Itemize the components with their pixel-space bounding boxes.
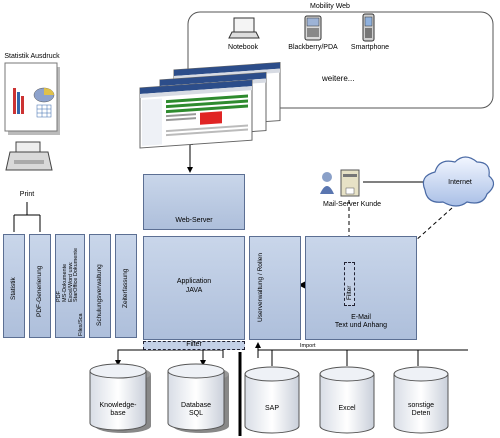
internet-cloud [422,156,495,207]
email-filter-label: Filter [346,285,353,300]
blackberry-label: Blackberry/PDA [288,44,338,51]
pdf-generierung-label: PDF-Generierung [36,265,43,317]
bottom-filter-label: Filter [186,341,202,348]
import-label: Import [300,343,316,349]
internet-label: Internet [448,179,472,186]
application-label: Application [176,278,212,285]
excel-cylinder [319,366,375,434]
smartphone-label: Smartphone [350,44,390,51]
files-sca-label: Files/Sca [78,313,84,336]
pdf-generierung-block [29,234,51,338]
mail-server-label: Mail-Server Kunde [323,201,381,208]
userverwaltung-label: Userverwaltung / Rollen [257,252,264,322]
email-sub-label: Text und Anhang [334,322,388,329]
statistik-block [3,234,25,338]
schulung-block [89,234,111,338]
excel-label: Excel [338,405,356,412]
statistik-ausdruck-label: Statistik Ausdruck [4,53,60,60]
filter-db-connector [117,349,224,358]
mail-server-graphic [340,169,360,197]
sonstige-label-1: sonstige [407,402,435,409]
bottom-filter-bar [143,341,245,350]
zeiterfassung-label: Zeiterfassung [122,268,129,308]
email-label: E-Mail [351,314,371,321]
sonstige-label-2: Deten [411,410,431,417]
weitere-label: weitere... [322,74,355,83]
java-label: JAVA [185,287,203,294]
application-block [143,236,245,340]
email-filter-box [344,262,355,306]
sap-cylinder [244,366,300,434]
notebook-label: Notebook [228,44,258,51]
sonstige-cylinder [393,366,449,434]
knowledgebase-cylinder [89,363,151,433]
database-label-2: SQL [188,410,203,417]
blackberry-device [304,15,322,41]
statistik-label: Statistik [10,277,17,300]
email-block [305,236,417,340]
statistik-chart-graphic [13,87,55,118]
database-sql-cylinder [167,363,229,433]
web-server-block [143,174,245,230]
zeiterfassung-block [115,234,137,338]
sap-label: SAP [264,405,279,412]
mail-user-graphic [320,172,334,194]
knowledge-label-2: base [110,410,126,417]
files-content-label: PDF MS-Dokumente Excel/Word usw. StarOff… [56,247,80,302]
database-label-1: Database [181,402,211,409]
files-block [55,234,85,338]
notebook-device [228,17,260,39]
schulung-label: Schulungsverwaltung [96,264,103,326]
browser-screenshots [139,62,281,149]
mobility-web-title: Mobility Web [310,3,350,10]
smartphone-device [362,13,375,42]
printer-graphic [5,141,53,171]
web-server-label: Web-Server [175,217,213,224]
knowledge-label-1: Knowledge- [99,402,137,409]
print-label: Print [19,191,35,198]
userverwaltung-block [249,236,301,340]
